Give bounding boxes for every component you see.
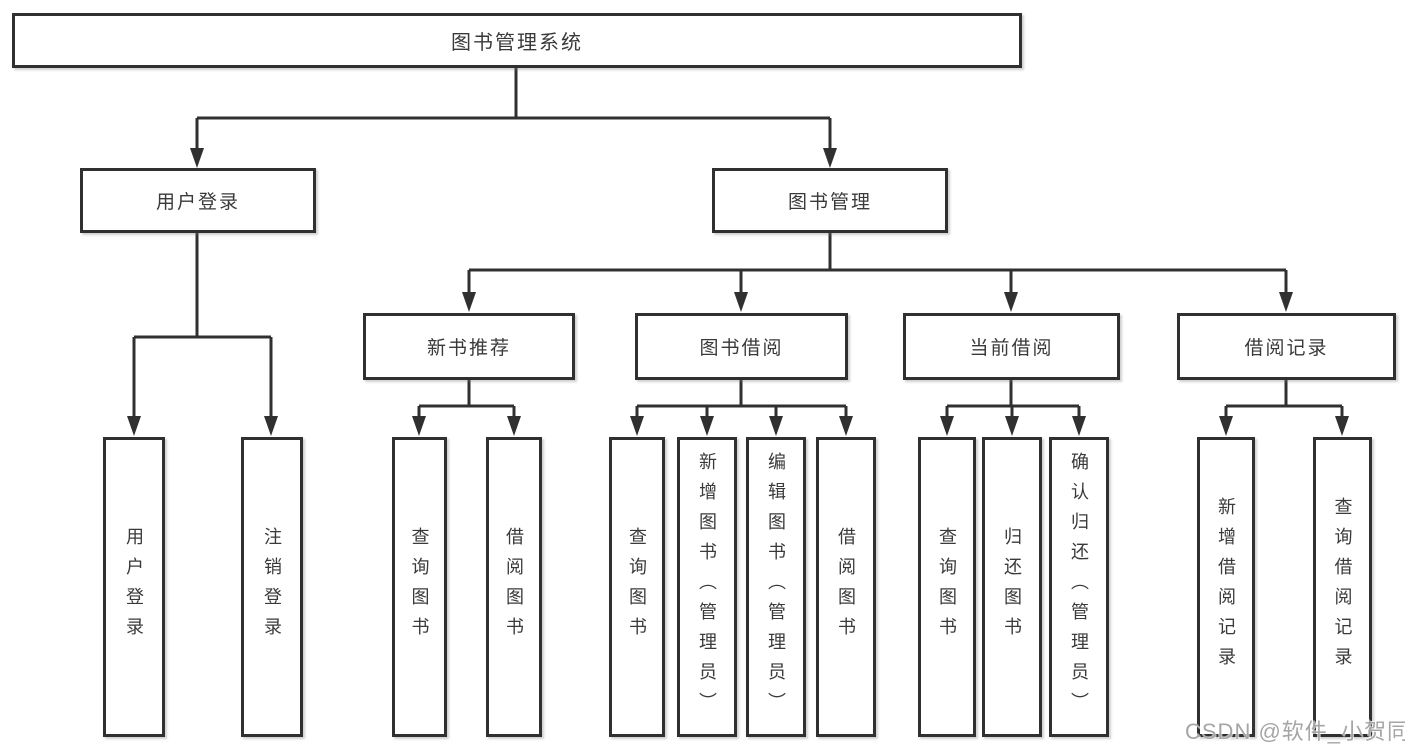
connector-book-management-to-level2 (462, 233, 1293, 312)
node-new-book-recommend: 新书推荐 (363, 313, 575, 380)
node-borrow-records: 借阅记录 (1177, 313, 1396, 380)
leaf-edit-book-admin-label: 编辑图书（管理员） (766, 452, 786, 722)
leaf-user-login-label: 用户登录 (124, 527, 144, 647)
connector-current-borrow-group (940, 380, 1086, 436)
leaf-query-borrow-record: 查询借阅记录 (1313, 437, 1372, 737)
leaf-add-book-admin: 新增图书（管理员） (677, 437, 737, 737)
leaf-return-book: 归还图书 (982, 437, 1042, 737)
leaf-user-login: 用户登录 (103, 437, 165, 737)
leaf-logout: 注销登录 (241, 437, 303, 737)
node-user-login: 用户登录 (80, 168, 316, 233)
leaf-borrow-books-recommend: 借阅图书 (486, 437, 542, 737)
leaf-add-borrow-record-label: 新增借阅记录 (1216, 497, 1236, 677)
leaf-query-books-current-label: 查询图书 (937, 527, 957, 647)
connector-book-borrow-group (630, 380, 853, 436)
node-current-borrow: 当前借阅 (903, 313, 1120, 380)
node-book-management: 图书管理 (712, 168, 948, 233)
leaf-borrow-books-label: 借阅图书 (836, 527, 856, 647)
leaf-query-books-borrow: 查询图书 (609, 437, 665, 737)
leaf-confirm-return-admin-label: 确认归还（管理员） (1069, 452, 1089, 722)
leaf-borrow-books-recommend-label: 借阅图书 (504, 527, 524, 647)
connector-new-book-group (412, 380, 521, 436)
connector-user-login-to-children (127, 233, 278, 436)
leaf-confirm-return-admin: 确认归还（管理员） (1049, 437, 1109, 737)
leaf-return-book-label: 归还图书 (1002, 527, 1022, 647)
leaf-add-borrow-record: 新增借阅记录 (1197, 437, 1255, 737)
leaf-borrow-books: 借阅图书 (816, 437, 876, 737)
leaf-add-book-admin-label: 新增图书（管理员） (697, 452, 717, 722)
leaf-query-books-borrow-label: 查询图书 (627, 527, 647, 647)
leaf-logout-label: 注销登录 (262, 527, 282, 647)
leaf-query-books-current: 查询图书 (918, 437, 976, 737)
node-book-borrow: 图书借阅 (635, 313, 848, 380)
node-root: 图书管理系统 (12, 13, 1022, 68)
leaf-query-borrow-record-label: 查询借阅记录 (1332, 497, 1353, 677)
watermark-text: CSDN @软件_小贺同学 (1185, 719, 1405, 744)
leaf-query-books-recommend-label: 查询图书 (409, 527, 430, 647)
connector-borrow-record-group (1219, 380, 1349, 436)
leaf-query-books-recommend: 查询图书 (392, 437, 447, 737)
connector-root-to-level1 (190, 68, 837, 168)
leaf-edit-book-admin: 编辑图书（管理员） (746, 437, 806, 737)
